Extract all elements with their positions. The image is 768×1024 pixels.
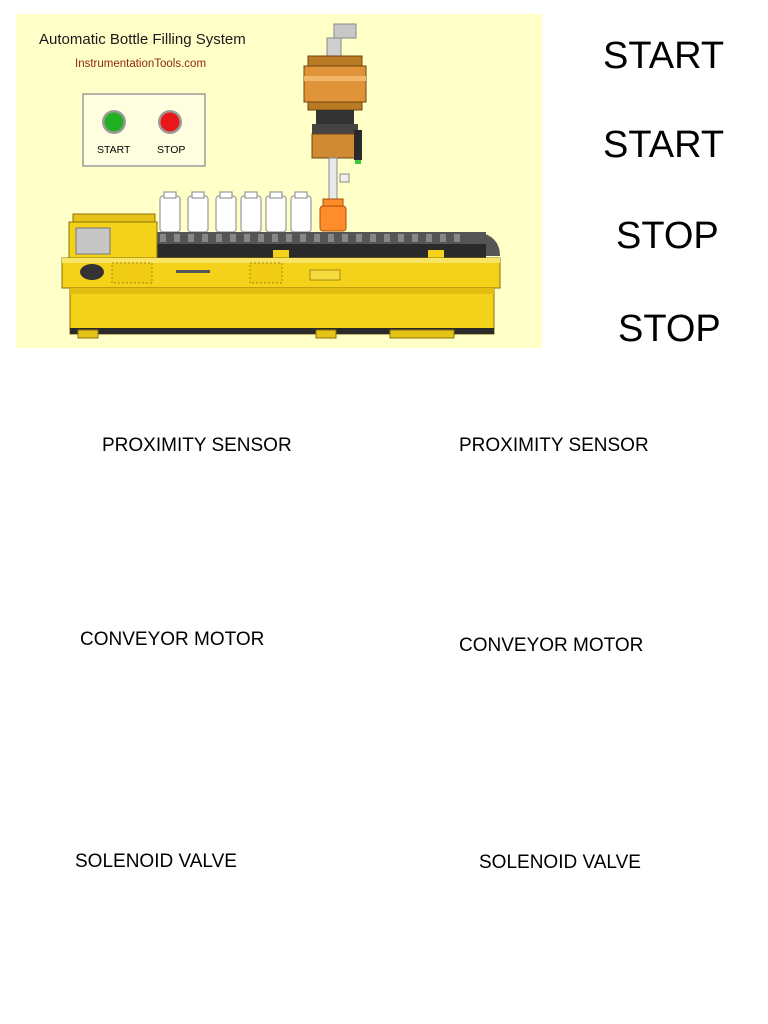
panel-start-label: START (97, 144, 131, 156)
illustration-title: Automatic Bottle Filling System (39, 31, 246, 48)
start-button-light (104, 112, 124, 132)
label-proximity-sensor-right: PROXIMITY SENSOR (459, 435, 649, 456)
bottle-filling-illustration: Automatic Bottle Filling System Instrume… (16, 14, 542, 348)
panel-stop-label: STOP (157, 144, 186, 156)
label-conveyor-motor-right: CONVEYOR MOTOR (459, 635, 644, 656)
control-panel-box (82, 93, 206, 167)
side-label-start-2: START (603, 124, 725, 166)
filler-motor (303, 65, 367, 103)
valve-body (316, 110, 354, 124)
label-proximity-sensor-left: PROXIMITY SENSOR (102, 435, 292, 456)
side-label-stop-1: STOP (616, 215, 719, 257)
illustration-subtitle: InstrumentationTools.com (75, 58, 207, 70)
proximity-sensor-drawing (354, 130, 362, 160)
side-label-start-1: START (603, 35, 725, 77)
filling-bottle (319, 205, 347, 232)
empty-bottles (159, 191, 312, 233)
machine-drawing (61, 23, 501, 339)
label-solenoid-valve-right: SOLENOID VALVE (479, 852, 641, 873)
label-conveyor-motor-left: CONVEYOR MOTOR (80, 629, 265, 650)
side-label-stop-2: STOP (618, 308, 721, 350)
stop-button-light (160, 112, 180, 132)
label-solenoid-valve-left: SOLENOID VALVE (75, 851, 237, 872)
